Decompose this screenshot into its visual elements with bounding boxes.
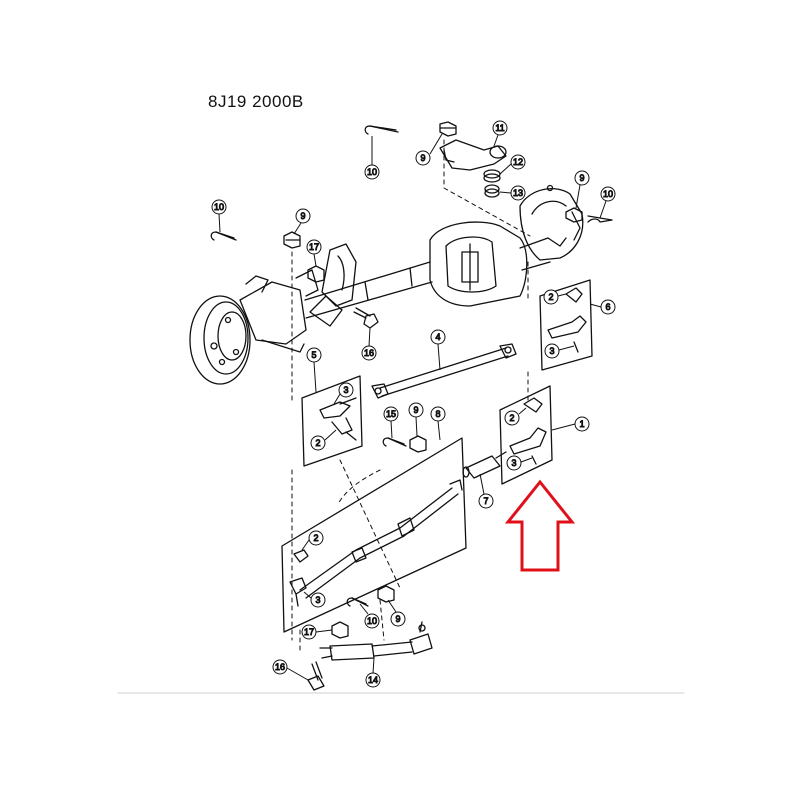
svg-text:10: 10	[367, 167, 377, 177]
pitman-nut-washer	[483, 169, 501, 198]
svg-text:3: 3	[343, 385, 348, 395]
callout-2-box6: 2	[543, 289, 567, 305]
svg-text:2: 2	[315, 438, 320, 448]
svg-text:9: 9	[579, 173, 584, 183]
callout-9-lower: 9	[387, 599, 406, 627]
lower-bolt	[307, 661, 325, 691]
svg-text:6: 6	[605, 302, 610, 312]
svg-text:17: 17	[304, 627, 314, 637]
callout-10-right: 10	[599, 186, 616, 219]
svg-text:16: 16	[364, 348, 374, 358]
svg-text:16: 16	[275, 662, 285, 672]
callout-11: 11	[492, 120, 508, 147]
svg-text:3: 3	[549, 346, 554, 356]
callout-8: 8	[430, 406, 446, 441]
callout-9-mid: 9	[408, 402, 424, 437]
svg-text:9: 9	[420, 153, 425, 163]
steering-damper	[319, 621, 433, 661]
callout-17-lower: 17	[301, 624, 333, 640]
callouts: 10 9 11 12 13 9 10 10 9 17 16 4 6 2 3 5 …	[211, 120, 616, 688]
svg-text:2: 2	[548, 292, 553, 302]
box-5	[301, 375, 363, 467]
callout-10-left: 10	[211, 199, 227, 233]
callout-1: 1	[551, 416, 590, 432]
callout-15: 15	[383, 406, 399, 439]
svg-text:4: 4	[435, 332, 440, 342]
svg-text:10: 10	[214, 202, 224, 212]
svg-text:2: 2	[509, 413, 514, 423]
callout-12: 12	[499, 154, 526, 175]
front-axle-assembly	[189, 184, 584, 385]
highlight-arrow	[504, 479, 576, 572]
svg-text:9: 9	[395, 614, 400, 624]
lower-cotter-pin	[346, 585, 395, 607]
left-cotter-pin	[210, 231, 301, 249]
svg-text:17: 17	[309, 242, 319, 252]
svg-text:7: 7	[483, 496, 488, 506]
lower-nut	[331, 621, 349, 639]
svg-text:3: 3	[511, 458, 516, 468]
svg-text:12: 12	[513, 157, 523, 167]
callout-13: 13	[499, 185, 526, 201]
dashed-leaders	[291, 139, 531, 651]
top-cotter-pin	[364, 121, 457, 137]
svg-text:15: 15	[386, 409, 396, 419]
callout-16-lower: 16	[272, 659, 309, 681]
box-1	[499, 385, 553, 485]
svg-text:3: 3	[315, 595, 320, 605]
svg-text:9: 9	[413, 405, 418, 415]
svg-text:8: 8	[435, 409, 440, 419]
svg-text:11: 11	[495, 123, 504, 133]
svg-text:10: 10	[367, 616, 377, 626]
svg-text:13: 13	[513, 188, 523, 198]
svg-text:10: 10	[603, 189, 613, 199]
svg-text:5: 5	[311, 350, 316, 360]
callout-4: 4	[430, 329, 446, 371]
svg-text:9: 9	[300, 211, 305, 221]
part-15-9	[382, 435, 427, 453]
callout-3-box6: 3	[544, 343, 575, 359]
tie-rod	[371, 343, 517, 399]
upper-bolt	[353, 307, 379, 329]
svg-text:2: 2	[313, 533, 318, 543]
adjuster-sleeve	[462, 451, 507, 479]
callout-7: 7	[478, 473, 494, 509]
figure-code: 8J19 2000B	[208, 92, 304, 111]
callout-3-box5: 3	[333, 382, 354, 405]
callout-10-lower: 10	[359, 603, 380, 629]
callout-14: 14	[365, 657, 381, 688]
box-6	[539, 279, 593, 371]
callout-16-top: 16	[361, 327, 377, 361]
callout-6: 6	[589, 299, 616, 315]
pitman-arm	[439, 139, 507, 171]
svg-text:1: 1	[579, 419, 584, 429]
upper-nut	[307, 265, 325, 283]
box-8	[281, 437, 467, 633]
callout-2-box8: 2	[301, 530, 324, 551]
callout-3-box8: 3	[303, 591, 326, 608]
callout-9-top: 9	[415, 133, 443, 166]
callout-9-right: 9	[574, 170, 590, 209]
callout-3-box1: 3	[506, 455, 533, 471]
callout-5: 5	[306, 347, 322, 393]
callout-17-top: 17	[306, 239, 322, 267]
callout-10-top: 10	[364, 136, 380, 180]
callout-2-box5: 2	[310, 429, 337, 451]
callout-2-box1: 2	[504, 407, 527, 426]
svg-text:14: 14	[368, 675, 378, 685]
callout-9-left: 9	[293, 208, 311, 235]
